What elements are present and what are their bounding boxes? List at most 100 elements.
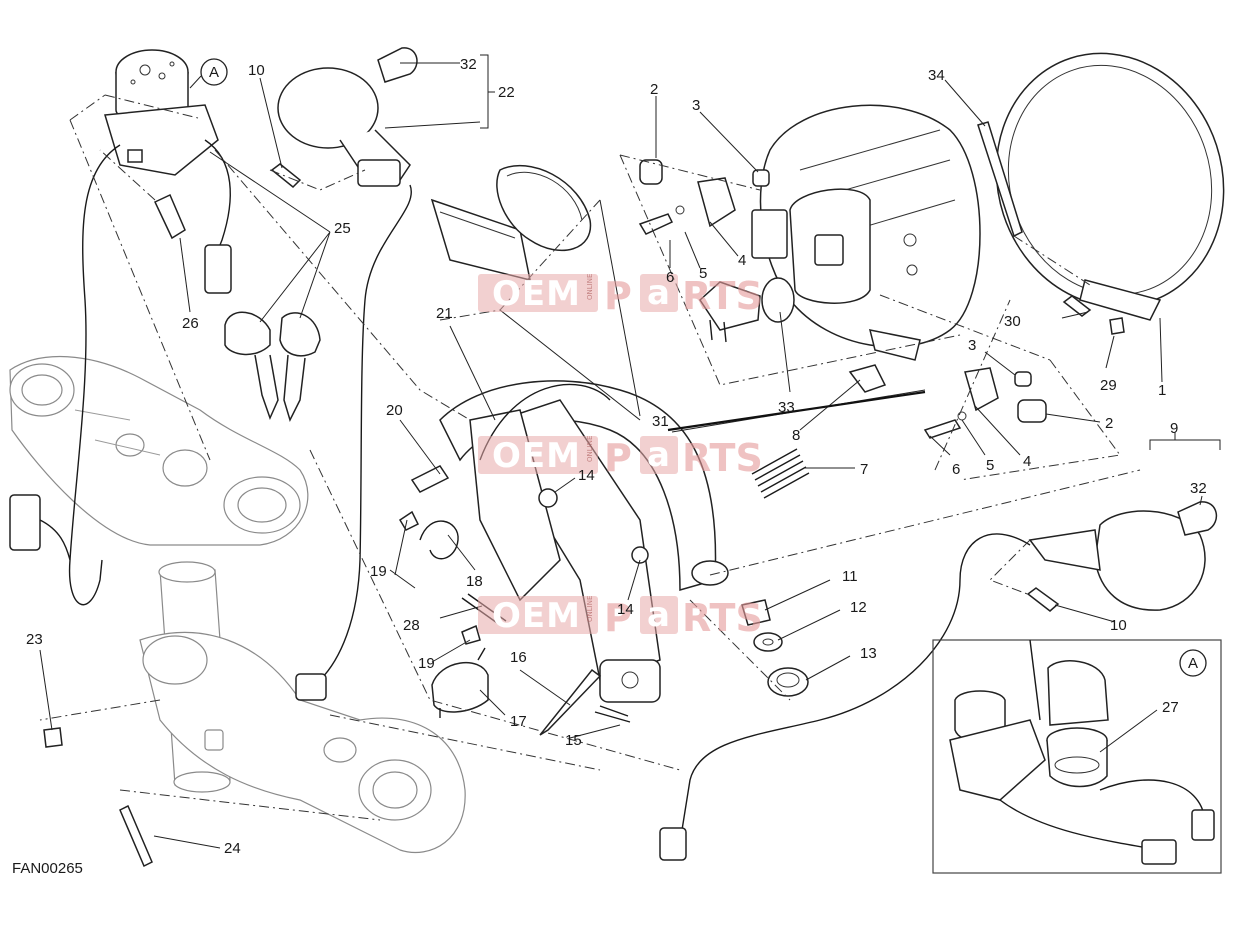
turn-signal-left [277,67,411,187]
callout-3: 3 [968,337,976,354]
turn-signal-left-connector [295,673,327,701]
svg-text:P: P [604,274,632,318]
callout-14: 14 [578,467,595,484]
ignition-wire [204,139,231,251]
callout-15: 15 [565,732,582,749]
clip-20 [410,465,450,493]
screw-19-bottom [461,624,481,645]
bulb-32-right [1177,501,1218,536]
screw-10-right [1026,587,1060,612]
callout-16: 16 [510,649,527,666]
leader-lines [39,54,1221,849]
svg-text:a: a [647,435,671,475]
callout-6: 6 [952,461,960,478]
callout-26: 26 [182,315,199,332]
callout-4: 4 [738,252,746,269]
callout-2: 2 [1105,415,1113,432]
callout-27: 27 [1162,699,1179,716]
callout-18: 18 [466,573,483,590]
callout-10: 10 [1110,617,1127,634]
gasket-ring [496,164,592,252]
wire-clip-18 [419,520,459,560]
headlight-support-bracket [439,380,729,703]
svg-text:ONLINE: ONLINE [586,436,594,462]
headlight-shell [751,104,981,361]
mount-bracket-top [638,159,770,235]
callout-21: 21 [436,305,453,322]
callout-5: 5 [986,457,994,474]
bracket-wiring [479,383,611,461]
headlight-bulb [699,277,795,343]
watermark-row-1: OEM ONLINE P a RTS [478,273,763,318]
callout-3: 3 [692,97,700,114]
svg-text:a: a [647,273,671,313]
callout-22: 22 [498,84,515,101]
callout-25: 25 [334,220,351,237]
screw-19-top [398,510,420,531]
grommet-13 [767,667,809,697]
svg-text:RTS: RTS [682,274,763,318]
callout-9: 9 [1170,420,1178,437]
callout-13: 13 [860,645,877,662]
svg-text:OEM: OEM [492,436,581,476]
callout-8: 8 [792,427,800,444]
plug-23 [43,727,63,748]
svg-text:A: A [209,64,219,81]
clip-8 [848,364,887,393]
mount-bracket-right [923,367,1047,439]
bulb-32-top [377,47,418,83]
callout-4: 4 [1023,453,1031,470]
callout-20: 20 [386,402,403,419]
svg-text:a: a [647,595,671,635]
callout-2: 2 [650,81,658,98]
callout-6: 6 [666,269,674,286]
main-harness [68,144,121,606]
watermark-row-3: OEM ONLINE P a RTS [478,595,763,640]
svg-text:RTS: RTS [682,436,763,480]
callout-14: 14 [617,601,634,618]
detail-marker-a: A [189,58,228,89]
callout-33: 33 [778,399,795,416]
turn-signal-right [1028,510,1206,611]
callout-1: 1 [1158,382,1166,399]
bolt-16 [539,668,602,736]
turn-signal-left-wire [319,184,412,681]
callout-10: 10 [248,62,265,79]
callout-5: 5 [699,265,707,282]
ignition-connector [204,244,232,294]
svg-text:RTS: RTS [682,596,763,640]
callout-12: 12 [850,599,867,616]
callout-31: 31 [652,413,669,430]
callout-labels: 1 2 2 3 3 4 4 5 5 6 6 7 8 9 10 10 11 12 … [26,56,1207,857]
turn-signal-right-connector [659,827,687,861]
svg-text:ONLINE: ONLINE [586,274,594,300]
ignition-keys [224,311,321,423]
svg-text:OEM: OEM [492,274,581,314]
svg-text:P: P [604,436,632,480]
callout-29: 29 [1100,377,1117,394]
callout-32: 32 [1190,480,1207,497]
callout-30: 30 [1004,313,1021,330]
svg-text:OEM: OEM [492,596,581,636]
screw-10-top [270,163,302,189]
callout-24: 24 [224,840,241,857]
callout-17: 17 [510,713,527,730]
rim-seal-strip [977,121,1023,238]
ignition-switch [104,49,219,176]
turn-signal-right-wire [681,533,1031,831]
screw-26 [154,193,186,240]
callout-19: 19 [418,655,435,672]
svg-text:A: A [1188,655,1198,672]
lower-triple-clamp [139,631,466,854]
spring-7 [751,448,810,499]
callout-11: 11 [842,568,858,585]
watermark-row-2: OEM ONLINE P a RTS [478,435,763,480]
diagram-code: FAN00265 [12,860,83,877]
svg-text:ONLINE: ONLINE [586,596,594,622]
svg-text:P: P [604,596,632,640]
callout-32: 32 [460,56,477,73]
washer-12 [753,632,783,652]
upper-triple-clamp [9,356,309,546]
rubber-mount-17 [431,647,489,718]
